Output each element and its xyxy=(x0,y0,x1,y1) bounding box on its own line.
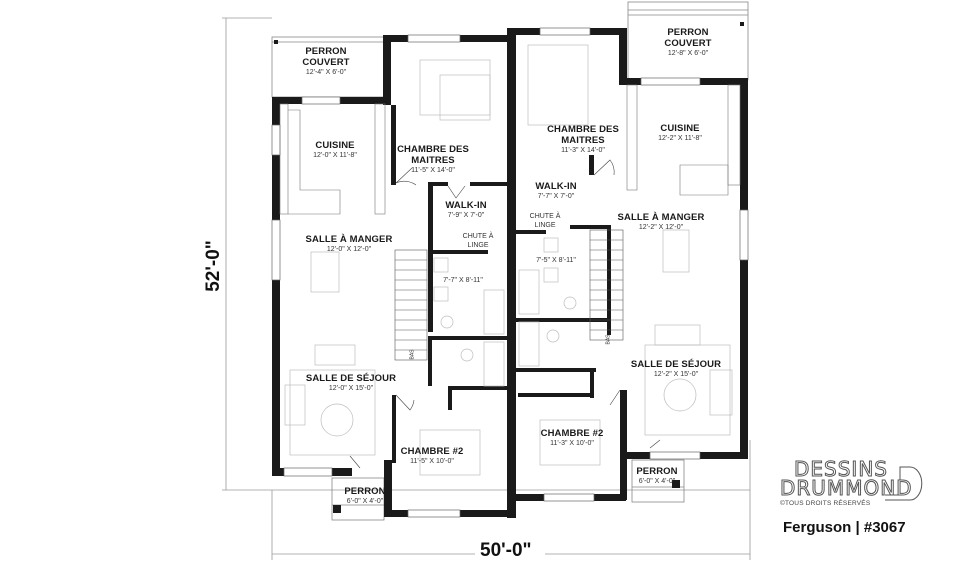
brand-line-1: DESSINS xyxy=(794,457,888,481)
dimension-lines xyxy=(222,17,751,560)
right-bathroom-dim: 7'-5" X 8'-11" xyxy=(536,257,576,264)
right-laundry-chute-label: CHUTE À LINGE xyxy=(529,213,561,229)
left-kitchen-label: CUISINE 12'-0" X 11'-8" xyxy=(313,140,357,159)
brand-logo: DESSINS DRUMMOND ©TOUS DROITS RÉSERVÉS xyxy=(780,457,930,508)
right-stair-down-label: BAS xyxy=(605,334,612,345)
right-porch-label: PERRON 6'-0" X 4'-0" xyxy=(636,466,678,485)
brand-line-2: DRUMMOND xyxy=(780,476,913,500)
overall-width-label: 50'-0" xyxy=(480,540,532,561)
left-bedroom2-label: CHAMBRE #2 11'-5" X 10'-0" xyxy=(400,446,464,465)
right-master-bedroom-label: CHAMBRE DES MAITRES 11'-3" X 14'-0" xyxy=(547,124,619,154)
walls xyxy=(272,28,748,518)
covered-porch-outlines xyxy=(271,1,749,521)
logo-mark xyxy=(885,466,923,501)
kitchen-counters xyxy=(279,84,741,215)
left-living-label: SALLE DE SÉJOUR 12'-0" X 15'-0" xyxy=(305,373,397,392)
left-porch-label: PERRON 6'-0" X 4'-0" xyxy=(344,486,386,505)
stairs xyxy=(394,229,624,361)
right-living-label: SALLE DE SÉJOUR 12'-2" X 15'-0" xyxy=(630,359,722,378)
left-bathroom-dim: 7'-7" X 8'-11" xyxy=(443,277,483,284)
plan-name: Ferguson | #3067 xyxy=(783,519,906,536)
right-dining-label: SALLE À MANGER 12'-2" X 12'-0" xyxy=(617,212,705,231)
left-master-bedroom-label: CHAMBRE DES MAITRES 11'-5" X 14'-0" xyxy=(397,144,469,174)
furniture xyxy=(284,44,733,476)
porch-posts xyxy=(274,22,744,513)
left-covered-porch-label: PERRON COUVERT 12'-4" X 6'-0" xyxy=(302,46,350,76)
brand-rights: ©TOUS DROITS RÉSERVÉS xyxy=(780,500,871,507)
left-stair-down-label: BAS xyxy=(409,349,416,360)
left-dining-label: SALLE À MANGER 12'-0" X 12'-0" xyxy=(305,234,393,253)
windows xyxy=(271,27,749,518)
left-walk-in-label: WALK-IN 7'-9" X 7'-0" xyxy=(445,200,487,219)
right-bedroom2-label: CHAMBRE #2 11'-3" X 10'-0" xyxy=(540,428,604,447)
right-walk-in-label: WALK-IN 7'-7" X 7'-0" xyxy=(535,181,577,200)
left-laundry-chute-label: CHUTE À LINGE xyxy=(462,233,494,249)
right-kitchen-label: CUISINE 12'-2" X 11'-8" xyxy=(658,123,702,142)
doors xyxy=(349,159,661,469)
overall-depth-label: 52'-0" xyxy=(202,240,224,292)
right-covered-porch-label: PERRON COUVERT 12'-8" X 6'-0" xyxy=(664,27,712,57)
